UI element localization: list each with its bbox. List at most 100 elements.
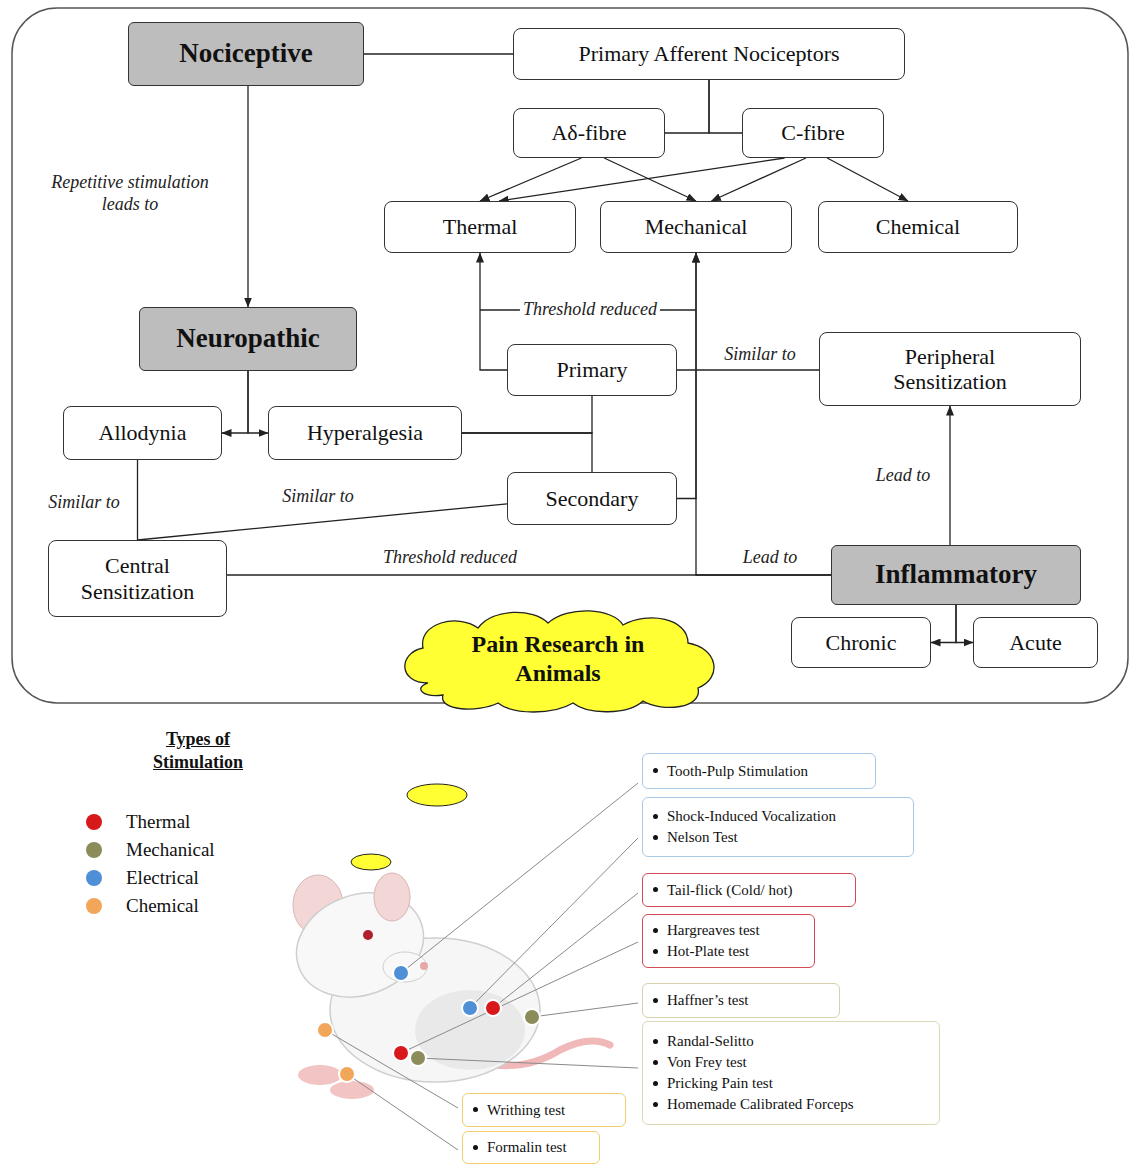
process-box: Central Sensitization (48, 540, 227, 617)
node-text: Nociceptive (179, 38, 312, 69)
stimulation-dot (339, 1066, 355, 1082)
legend-heading: Types of Stimulation (138, 728, 258, 773)
process-box: Primary Afferent Nociceptors (513, 28, 905, 80)
test-box: Tail-flick (Cold/ hot) (642, 873, 856, 907)
title-cloud: Pain Research in Animals (388, 603, 728, 715)
leader-line (401, 783, 638, 973)
process-box: Aδ-fibre (513, 108, 665, 158)
node-text: Chemical (876, 214, 960, 239)
leader-line (418, 1058, 638, 1068)
leader-line (470, 838, 638, 1008)
connector (248, 371, 268, 433)
edge-label: Similar to (45, 492, 123, 514)
rat-figure (282, 873, 610, 1099)
test-box: Writhing test (462, 1093, 626, 1127)
category-box: Neuropathic (139, 307, 357, 371)
connector (138, 504, 508, 540)
category-box: Inflammatory (831, 545, 1081, 605)
legend-item: Mechanical (86, 836, 215, 864)
edge-label: Threshold reduced (520, 299, 660, 321)
rat-nose (420, 962, 428, 970)
thought-bubble (351, 854, 391, 870)
test-name: Writhing test (473, 1100, 565, 1121)
thought-bubble (407, 784, 467, 806)
node-text: Neuropathic (176, 323, 320, 354)
connector (677, 253, 696, 499)
connector (462, 433, 592, 472)
rat-snout (383, 952, 427, 982)
node-text: Hyperalgesia (307, 420, 423, 445)
leader-line (401, 942, 638, 1053)
test-box: Haffner’s test (642, 983, 840, 1018)
cloud-shape (388, 603, 728, 715)
test-name: Hot-Plate test (653, 941, 749, 962)
edge-label: Lead to (740, 547, 801, 569)
test-box: Formalin test (462, 1131, 600, 1164)
node-text: Mechanical (645, 214, 748, 239)
node-text: Secondary (546, 486, 639, 511)
test-name: Randal-Selitto (653, 1031, 754, 1052)
edge-label: Threshold reduced (380, 547, 520, 569)
node-text: Pain Research in Animals (453, 630, 663, 688)
connector (696, 253, 831, 575)
legend-item: Electrical (86, 864, 215, 892)
connector (247, 86, 248, 307)
connector (677, 369, 819, 370)
legend-text: Chemical (126, 895, 199, 917)
test-name: Tail-flick (Cold/ hot) (653, 880, 793, 901)
stimulation-dot (524, 1009, 540, 1025)
process-box: Secondary (507, 472, 677, 525)
legend-text: Electrical (126, 867, 199, 889)
connector (604, 158, 696, 201)
connector (827, 158, 908, 201)
rat-paw (330, 1081, 374, 1099)
process-box: Peripheral Sensitization (819, 332, 1081, 406)
connector (956, 605, 973, 643)
test-box: Tooth-Pulp Stimulation (642, 753, 876, 789)
node-text: Thermal (443, 214, 518, 239)
stimulation-dot (462, 1000, 478, 1016)
connector (462, 396, 592, 433)
node-text: Primary (557, 357, 628, 382)
rat-shade (415, 990, 525, 1070)
connector (709, 80, 742, 133)
connector (137, 460, 138, 540)
node-text: Peripheral Sensitization (870, 344, 1030, 395)
test-name: Tooth-Pulp Stimulation (653, 761, 808, 782)
rat-eye (363, 930, 373, 940)
test-name: Formalin test (473, 1137, 567, 1158)
leader-line (347, 1074, 458, 1150)
legend-swatch (86, 814, 102, 830)
panel-outline (12, 8, 1128, 703)
legend: ThermalMechanicalElectricalChemical (86, 808, 215, 920)
node-text: Acute (1009, 630, 1062, 655)
test-box: Shock-Induced VocalizationNelson Test (642, 797, 914, 857)
legend-swatch (86, 842, 102, 858)
stimulation-dot (393, 965, 409, 981)
process-box: Thermal (384, 201, 576, 253)
process-box: Chronic (791, 617, 931, 668)
process-box: Mechanical (600, 201, 792, 253)
rat-head (282, 876, 438, 1014)
rat-paw (298, 1065, 342, 1085)
edge-label: Similar to (279, 486, 357, 508)
test-name: Homemade Calibrated Forceps (653, 1094, 854, 1115)
connector (480, 253, 507, 370)
edge-label: Repetitive stimulation leads to (32, 172, 228, 215)
stimulation-dot (393, 1045, 409, 1061)
process-box: Allodynia (63, 406, 222, 460)
stimulation-dot (410, 1050, 426, 1066)
legend-text: Thermal (126, 811, 190, 833)
connector (665, 80, 709, 133)
test-box: Hargreaves testHot-Plate test (642, 914, 815, 968)
test-name: Von Frey test (653, 1052, 747, 1073)
legend-swatch (86, 898, 102, 914)
test-name: Nelson Test (653, 827, 738, 848)
test-name: Haffner’s test (653, 990, 749, 1011)
connector (931, 605, 956, 643)
test-name: Hargreaves test (653, 920, 760, 941)
process-box: Primary (507, 344, 677, 396)
leader-lines (325, 783, 638, 1150)
connector (711, 158, 806, 201)
